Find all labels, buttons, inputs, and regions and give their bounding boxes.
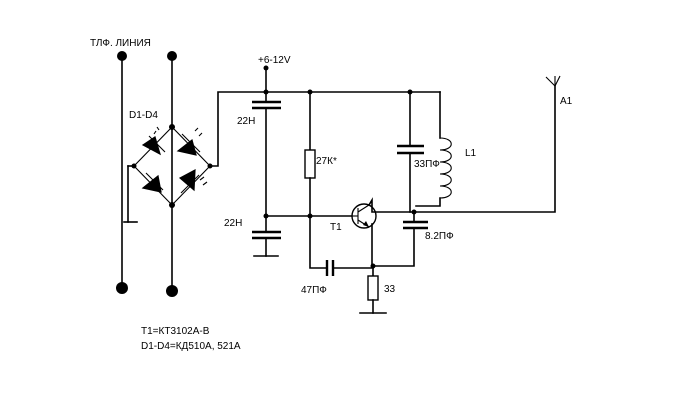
label-inductor: L1 <box>465 148 477 159</box>
note-transistor-type: T1=КТ3102А-В <box>141 326 210 337</box>
capacitor-c-feedback <box>372 211 428 267</box>
label-resistor-bias: 27К* <box>316 156 337 167</box>
label-c-tank: 33ПФ <box>414 159 440 170</box>
antenna-a1 <box>413 75 561 213</box>
label-antenna: A1 <box>560 96 573 107</box>
capacitor-c-base <box>309 215 374 276</box>
line-terminals <box>116 51 178 297</box>
diode-bridge <box>123 91 441 223</box>
label-supply: +6-12V <box>258 55 291 66</box>
label-c-bottom: 22Н <box>224 218 242 229</box>
capacitor-c-tank <box>397 89 424 213</box>
capacitor-c-bottom <box>252 215 281 257</box>
bridge-node-top <box>169 124 175 130</box>
diode-d3 <box>141 172 164 193</box>
resistor-emitter <box>359 265 387 314</box>
label-c-feedback: 8.2ПФ <box>425 231 454 242</box>
resistor-bias <box>304 89 316 217</box>
diode-d2 <box>176 127 203 156</box>
label-c-base: 47ПФ <box>301 285 327 296</box>
supply-terminal <box>263 65 269 95</box>
diode-d4 <box>178 168 208 194</box>
label-transistor: T1 <box>330 222 342 233</box>
label-c-top: 22Н <box>237 116 255 127</box>
label-resistor-emitter: 33 <box>384 284 396 295</box>
label-bridge: D1-D4 <box>129 110 158 121</box>
bridge-pos-lead <box>209 91 441 167</box>
bridge-node-bottom <box>169 202 175 208</box>
collector-wire <box>367 197 415 213</box>
inductor-l1 <box>415 91 452 207</box>
label-line-input: ТЛФ. ЛИНИЯ <box>90 38 151 49</box>
diode-d1 <box>141 126 166 156</box>
capacitor-c-top <box>252 91 281 217</box>
transistor-t1 <box>351 203 377 229</box>
note-diode-type: D1-D4=КД510А, 521А <box>141 341 241 352</box>
